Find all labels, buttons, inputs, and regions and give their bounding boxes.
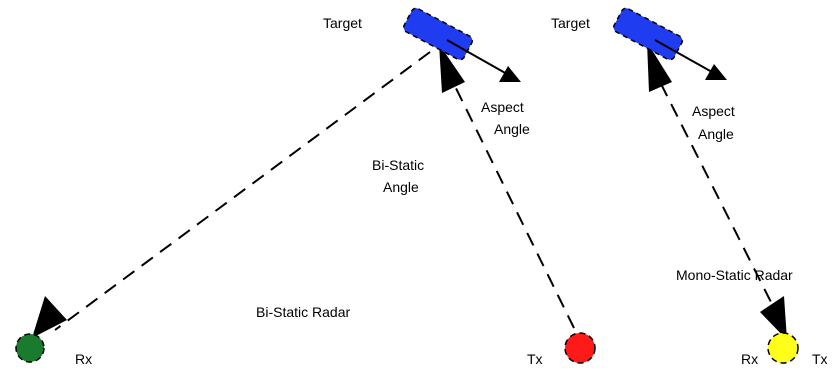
bistatic-aspect-arrow-line: [446, 39, 508, 75]
bistatic-rx-label: Rx: [75, 351, 92, 367]
bistatic-rx-arrowhead: [32, 296, 67, 338]
monostatic-aspect-arrowhead: [705, 64, 727, 80]
bistatic-aspect-label-1: Aspect: [481, 99, 524, 115]
bistatic-aspect-label-2: Angle: [494, 121, 530, 137]
bistatic-radar-group: Target Aspect Angle Bi-Static Angle Bi-S…: [15, 7, 596, 367]
bistatic-rx-station: [15, 333, 45, 363]
bistatic-aspect-arrowhead: [499, 66, 521, 82]
monostatic-aspect-label-1: Aspect: [692, 103, 735, 119]
bistatic-tx-target-path: [447, 71, 575, 329]
monostatic-radar-group: Target Aspect Angle Mono-Static Radar Rx…: [551, 7, 828, 367]
monostatic-rx-label: Rx: [741, 351, 758, 367]
monostatic-caption: Mono-Static Radar: [676, 267, 793, 283]
bistatic-caption: Bi-Static Radar: [256, 304, 350, 320]
monostatic-aspect-arrow-line: [654, 39, 713, 73]
bistatic-angle-label-1: Bi-Static: [372, 157, 424, 173]
monostatic-station: [767, 332, 799, 364]
monostatic-target-arrowhead: [647, 42, 672, 92]
monostatic-target-label: Target: [551, 15, 590, 31]
bistatic-tx-label: Tx: [527, 351, 543, 367]
bistatic-target-rx-path: [54, 51, 431, 331]
bistatic-angle-label-2: Angle: [383, 179, 419, 195]
bistatic-target-arrowhead: [439, 44, 465, 93]
monostatic-station-arrowhead: [760, 296, 787, 340]
bistatic-target: [402, 7, 474, 61]
monostatic-aspect-label-2: Angle: [698, 126, 734, 142]
monostatic-tx-label: Tx: [812, 351, 828, 367]
bistatic-tx-station: [564, 332, 596, 364]
monostatic-path: [654, 71, 782, 323]
bistatic-target-label: Target: [323, 15, 362, 31]
